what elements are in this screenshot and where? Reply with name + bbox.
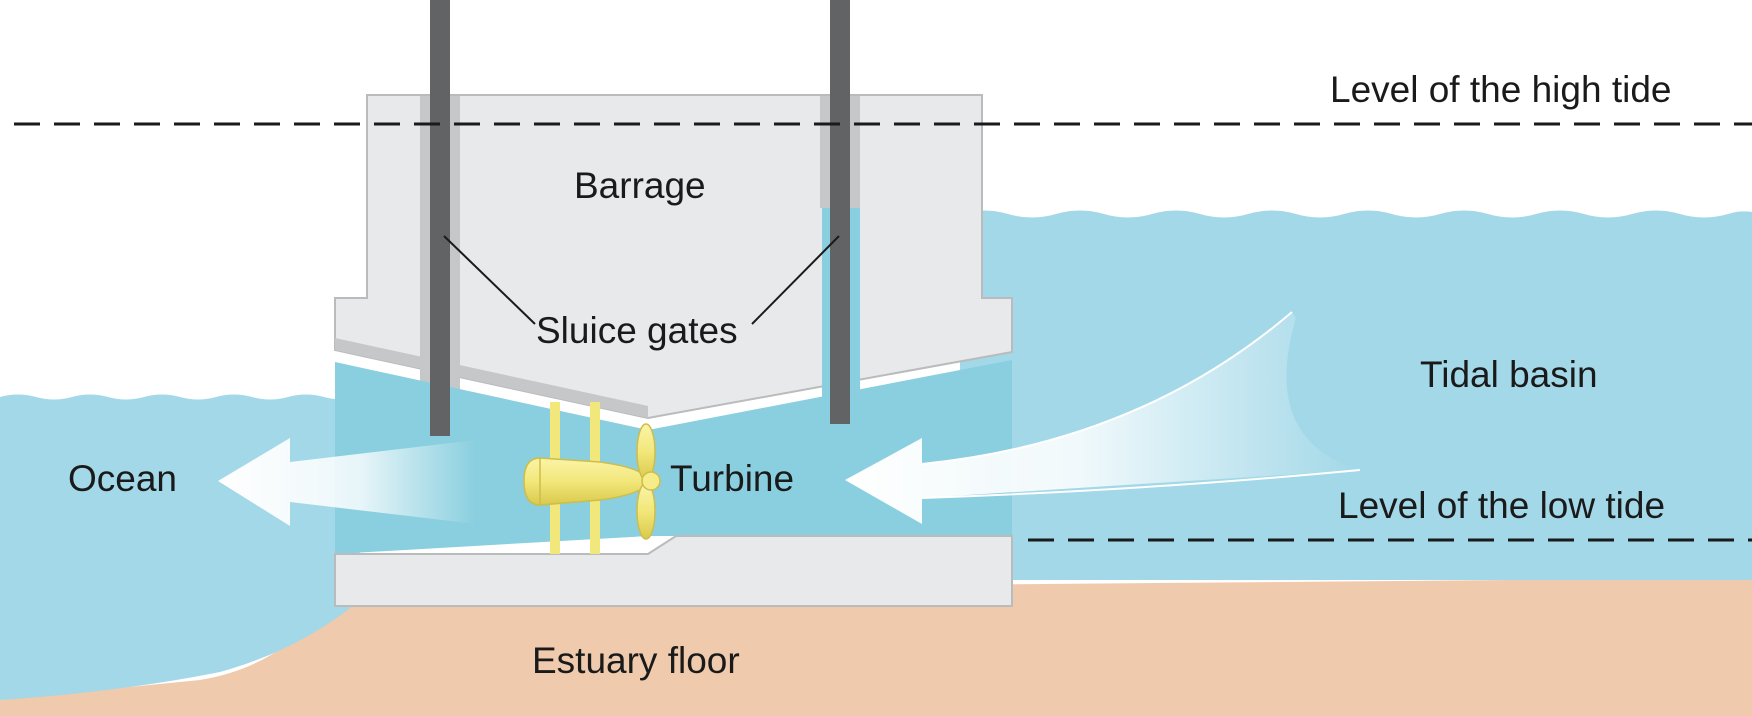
basin-flow-arrow: [845, 312, 1360, 524]
high-tide-label: Level of the high tide: [1330, 69, 1671, 110]
ocean-flow-arrow: [218, 438, 476, 526]
low-tide-label: Level of the low tide: [1338, 485, 1665, 526]
right-sluice-gate: [830, 0, 850, 424]
basin-flow-arrow-edge-lower: [921, 469, 1361, 499]
turbine-blade-bottom: [636, 482, 656, 540]
sluice-gate-leader-right: [751, 235, 840, 325]
turbine-label: Turbine: [670, 458, 794, 499]
estuary-floor-label: Estuary floor: [532, 640, 740, 681]
ocean-label: Ocean: [68, 458, 177, 499]
barrage-label: Barrage: [574, 165, 706, 206]
basin-flow-arrow-edge: [921, 311, 1293, 465]
left-sluice-gate: [430, 0, 450, 436]
turbine-body: [523, 457, 649, 506]
barrage-base: [334, 535, 1013, 607]
estuary-floor: [0, 578, 1752, 716]
turbine-hub: [641, 471, 661, 491]
tidal-basin-label: Tidal basin: [1420, 354, 1598, 395]
sluice-gate-leader-left: [443, 235, 536, 325]
barrage-underside-shadow: [335, 338, 648, 418]
sluice-gates-label: Sluice gates: [536, 310, 738, 351]
tidal-basin-water: [960, 210, 1752, 580]
